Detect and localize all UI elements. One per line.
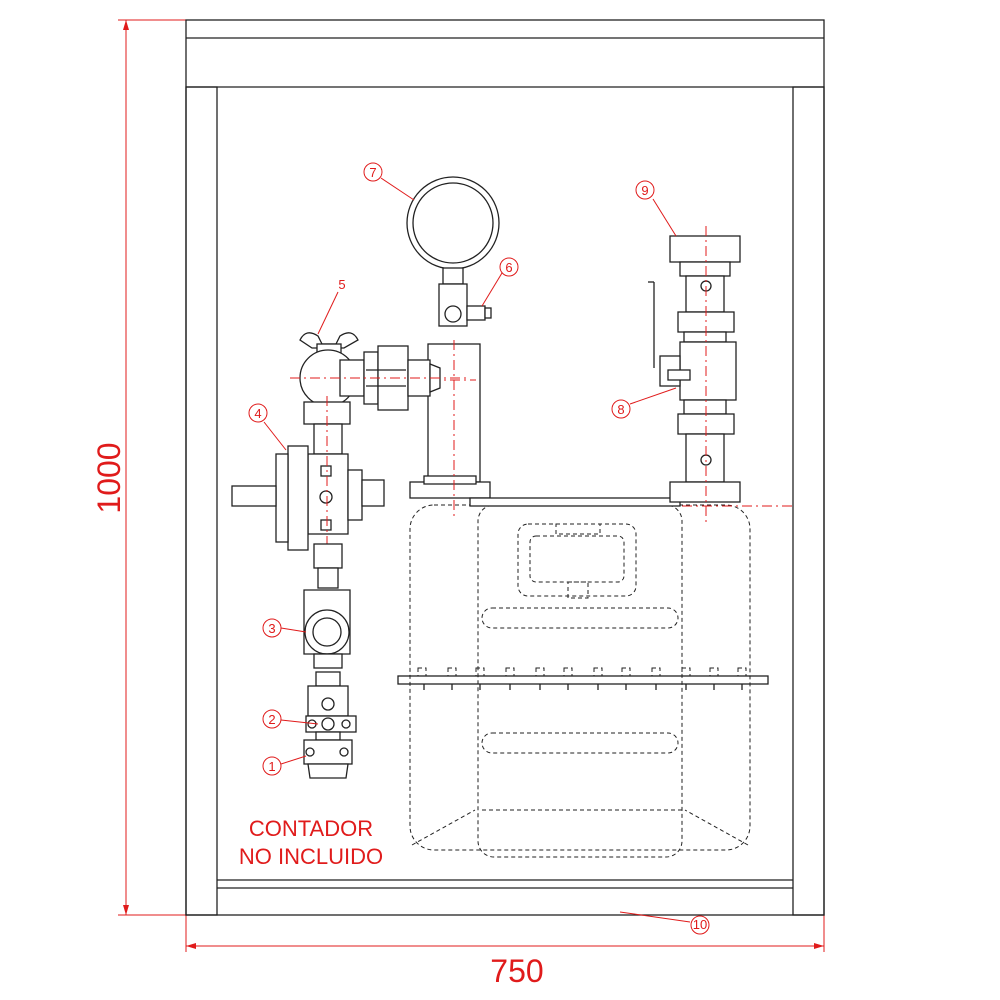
- callout-1: 1: [262, 755, 307, 776]
- gas-meter-outline: [397, 504, 769, 858]
- outlet-valve-assembly: [648, 226, 792, 522]
- callout-2: 2: [262, 709, 319, 729]
- callout-4: 4: [248, 403, 287, 451]
- callout-8-label: 8: [617, 402, 624, 417]
- meter-inlet-riser: [409, 340, 681, 520]
- height-dimension: 1000: [91, 19, 186, 916]
- callout-10-label: 10: [693, 917, 707, 932]
- callout-8: 8: [611, 387, 677, 419]
- callout-7: 7: [363, 162, 415, 201]
- callout-3: 3: [262, 618, 307, 638]
- callout-5: 5: [317, 277, 346, 335]
- callout-5-label: 5: [338, 277, 345, 292]
- cabinet-frame: [185, 19, 825, 916]
- callout-6-label: 6: [505, 260, 512, 275]
- callout-9: 9: [635, 180, 677, 237]
- callout-4-label: 4: [254, 406, 261, 421]
- pressure-gauge: [406, 176, 500, 327]
- width-dimension: 750: [185, 915, 825, 989]
- width-dimension-label: 750: [490, 953, 543, 989]
- note-line-2: NO INCLUIDO: [239, 844, 383, 869]
- note-line-1: CONTADOR: [249, 816, 373, 841]
- callout-3-label: 3: [268, 621, 275, 636]
- callout-7-label: 7: [369, 165, 376, 180]
- service-valve-assembly: [231, 332, 470, 779]
- callout-10: 10: [619, 911, 710, 935]
- callout-2-label: 2: [268, 712, 275, 727]
- callout-6: 6: [481, 257, 519, 307]
- height-dimension-label: 1000: [91, 442, 127, 513]
- callout-1-label: 1: [268, 759, 275, 774]
- callout-9-label: 9: [641, 183, 648, 198]
